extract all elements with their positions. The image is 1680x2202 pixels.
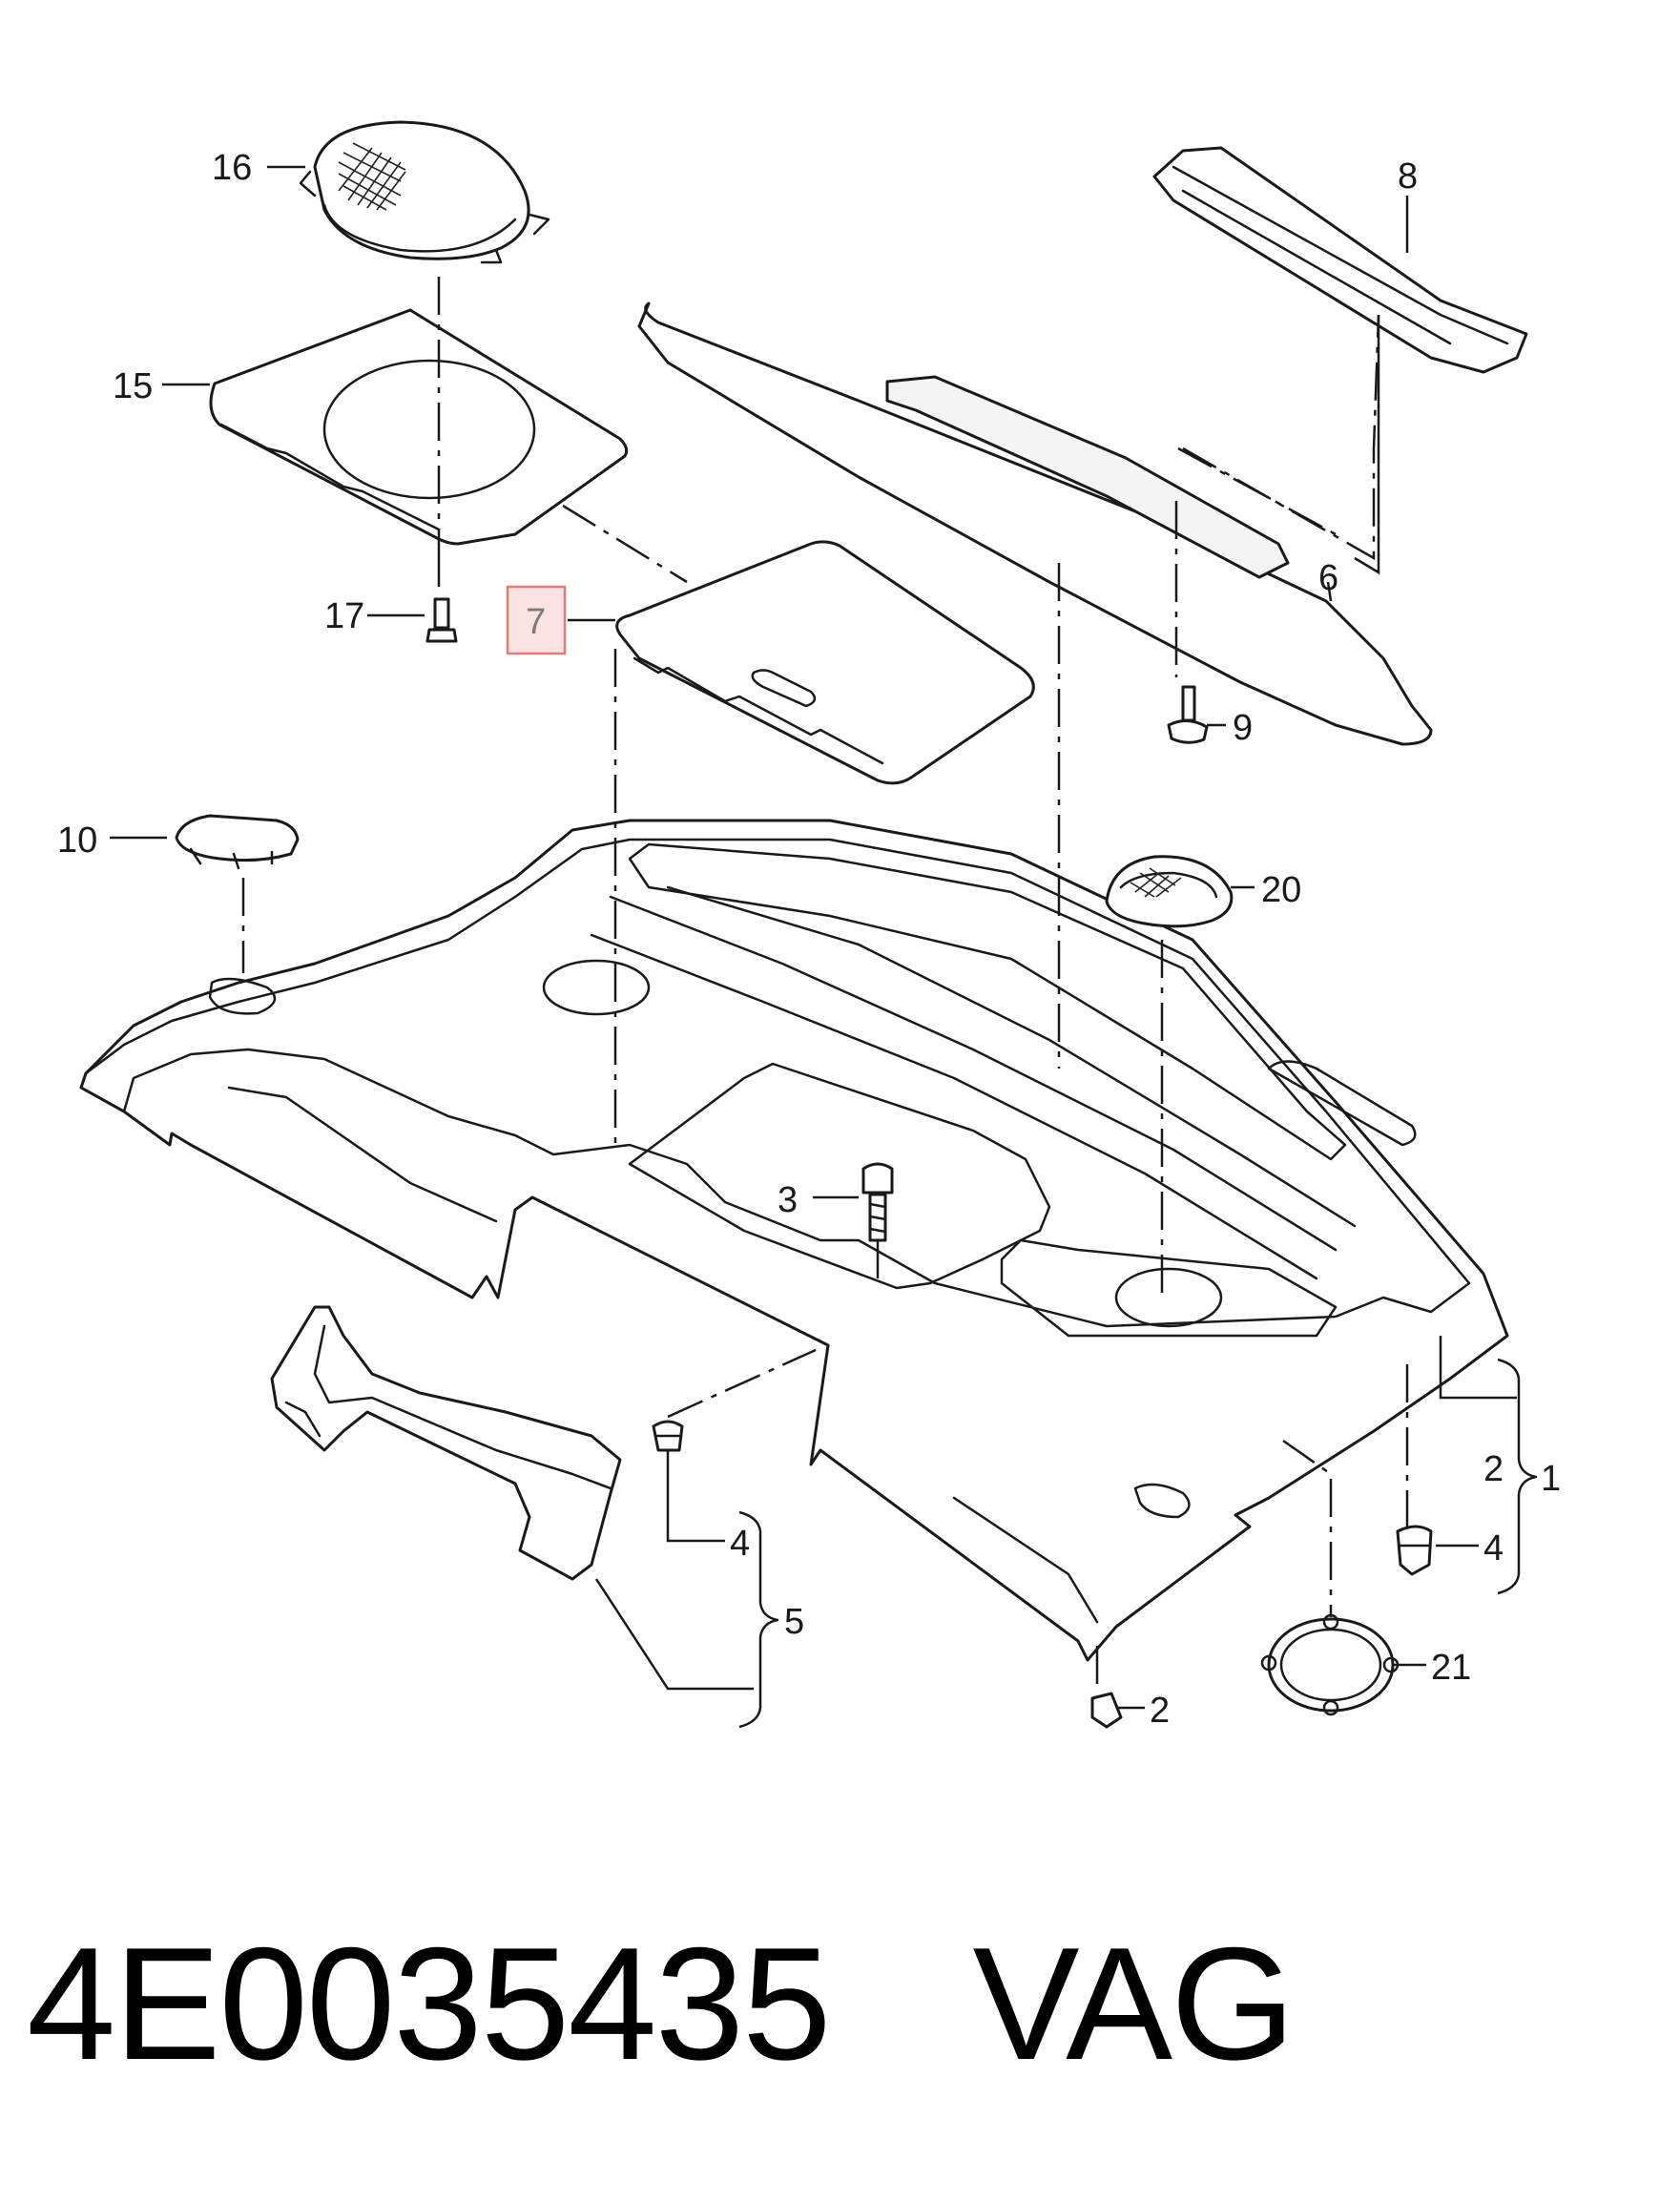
callout-10[interactable]: 10 <box>57 821 97 861</box>
rear-parcel-shelf <box>79 819 1509 1662</box>
callout-17[interactable]: 17 <box>324 596 364 636</box>
grille-mesh <box>338 142 406 211</box>
callout-21[interactable]: 21 <box>1431 1648 1471 1688</box>
brace-assembly-1 <box>1497 1358 1538 1595</box>
callout-4-right[interactable]: 4 <box>1483 1528 1504 1568</box>
speaker-grille-large <box>299 120 550 264</box>
callout-16[interactable]: 16 <box>212 148 252 188</box>
callout-9[interactable]: 9 <box>1233 708 1253 748</box>
callout-15[interactable]: 15 <box>113 366 153 406</box>
speaker-grille-small <box>1105 855 1234 928</box>
leader-lines <box>110 165 1517 1710</box>
bolt-17 <box>425 597 458 643</box>
assembly-axes <box>241 277 1409 1689</box>
callout-4-left[interactable]: 4 <box>730 1524 750 1564</box>
callout-2-upper[interactable]: 2 <box>1483 1449 1504 1489</box>
clip-2 <box>1090 1692 1123 1729</box>
rear-trim-strip <box>1152 146 1528 374</box>
callout-2-lower[interactable]: 2 <box>1150 1691 1170 1731</box>
part-number-footer: 4E0035435 VAG <box>27 1908 1296 2099</box>
callout-7[interactable]: 7 <box>526 602 546 642</box>
side-trim-panel <box>270 1305 622 1581</box>
speaker-ring <box>1260 1613 1400 1716</box>
access-cover <box>615 540 1035 785</box>
callout-5[interactable]: 5 <box>784 1602 804 1642</box>
callout-labels: 16 15 17 7 8 6 9 10 20 3 4 5 2 1 4 21 2 <box>57 148 1561 1731</box>
cap-10 <box>175 814 300 870</box>
screw-9 <box>1167 685 1209 744</box>
clip-4-left <box>652 1420 684 1452</box>
part-number: 4E0035435 <box>27 1913 832 2093</box>
callout-1[interactable]: 1 <box>1541 1459 1561 1499</box>
shelf-top-cover <box>637 301 1433 746</box>
bolt-3 <box>861 1162 894 1242</box>
clip-4-right <box>1396 1525 1433 1576</box>
callout-6[interactable]: 6 <box>1318 558 1338 598</box>
speaker-cover-plate <box>209 308 629 546</box>
callout-20[interactable]: 20 <box>1261 870 1301 910</box>
brand-label: VAG <box>972 1913 1296 2093</box>
highlight-box-7[interactable]: 7 <box>506 585 567 655</box>
callout-8[interactable]: 8 <box>1398 156 1418 197</box>
callout-3[interactable]: 3 <box>778 1180 798 1220</box>
brace-assembly-5 <box>738 1510 779 1729</box>
